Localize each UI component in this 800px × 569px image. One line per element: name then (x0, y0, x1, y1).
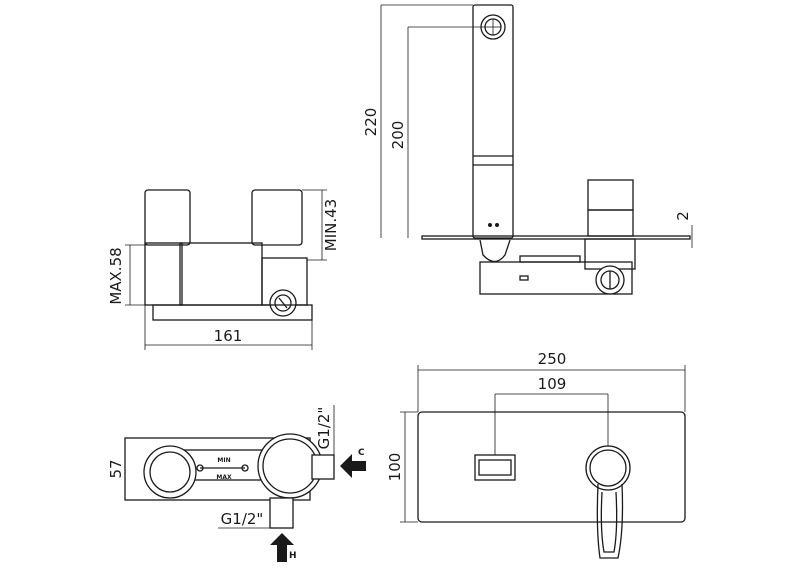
plate-height-label: 100 (386, 453, 404, 482)
outlet-bottom-label: G1/2" (221, 510, 264, 528)
cold-inlet-arrow-icon (340, 454, 366, 478)
max-mark: MAX (216, 474, 232, 481)
total-height-label: 220 (362, 108, 380, 137)
front-view: 220 200 2 (362, 4, 693, 295)
side-width-label: 161 (214, 327, 243, 345)
top-view: MIN MAX 57 G1/2" G1/2" C H (107, 405, 366, 562)
plate-view: 250 109 100 (386, 350, 686, 559)
spout-height-label: 200 (389, 121, 407, 150)
hot-inlet-arrow-icon (270, 533, 294, 562)
plate-thickness-label: 2 (674, 211, 692, 221)
plate-width-label: 250 (538, 350, 567, 368)
handle-spacing-label: 109 (538, 375, 567, 393)
side-view: MAX.58 MIN.43 161 (107, 189, 340, 350)
min-mark: MIN (217, 457, 230, 464)
depth-57-label: 57 (107, 459, 125, 478)
cold-inlet-label: C (358, 448, 365, 458)
outlet-right-label: G1/2" (315, 407, 333, 450)
min-depth-label: MIN.43 (322, 199, 340, 251)
max-depth-label: MAX.58 (107, 247, 125, 304)
hot-inlet-label: H (289, 551, 297, 561)
